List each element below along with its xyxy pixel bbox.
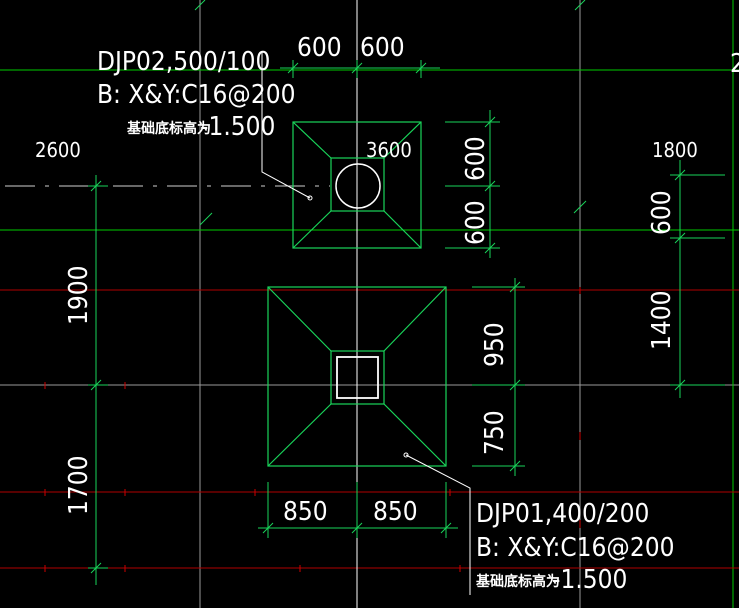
dim-right-lower-2: 750 xyxy=(480,410,510,455)
djp02-name: DJP02,500/100 xyxy=(97,47,270,77)
djp02-elev-prefix: 基础底标高为 xyxy=(127,120,211,137)
red-axis-lines xyxy=(0,289,739,569)
dimension-lines xyxy=(88,60,725,585)
djp01-name: DJP01,400/200 xyxy=(476,499,649,529)
djp01-rebar: B: X&Y:C16@200 xyxy=(476,533,674,563)
footing-djp02 xyxy=(292,121,422,249)
dim-far-right-1: 600 xyxy=(647,190,677,235)
djp02-elev-value: -1.500 xyxy=(200,112,275,142)
dim-left-1: 1900 xyxy=(64,265,94,325)
leader-lines xyxy=(261,52,471,595)
leader-dot-upper xyxy=(307,195,313,201)
dim-right-lower-1: 950 xyxy=(480,322,510,367)
dim-bottom-2: 850 xyxy=(373,497,418,527)
span-right: 1800 xyxy=(652,138,698,162)
djp01-elev-prefix: 基础底标高为 xyxy=(476,573,560,590)
djp02-rebar: B: X&Y:C16@200 xyxy=(97,80,295,110)
dim-right-upper-2: 600 xyxy=(461,200,491,245)
span-left: 2600 xyxy=(35,138,81,162)
annotation-djp02: DJP02,500/100 B: X&Y:C16@200 基础底标高为 -1.5… xyxy=(97,47,295,142)
red-tick-marks xyxy=(44,287,581,572)
dim-bottom-1: 850 xyxy=(283,497,328,527)
dimension-texts: 600 600 2600 3600 1800 2 600 600 950 750… xyxy=(35,33,739,527)
leader-dot-lower xyxy=(403,452,409,458)
edge-char: 2 xyxy=(730,49,739,79)
axis-ticks xyxy=(194,0,587,226)
djp01-elev-value: -1.500 xyxy=(552,565,627,595)
dim-top-1: 600 xyxy=(297,33,342,63)
annotation-djp01: DJP01,400/200 B: X&Y:C16@200 基础底标高为 -1.5… xyxy=(476,499,674,595)
dim-far-right-2: 1400 xyxy=(647,290,677,350)
dim-top-2: 600 xyxy=(360,33,405,63)
dim-right-upper-1: 600 xyxy=(461,136,491,181)
span-middle: 3600 xyxy=(366,138,412,162)
footing-djp01 xyxy=(267,286,447,467)
dim-left-2: 1700 xyxy=(64,455,94,515)
